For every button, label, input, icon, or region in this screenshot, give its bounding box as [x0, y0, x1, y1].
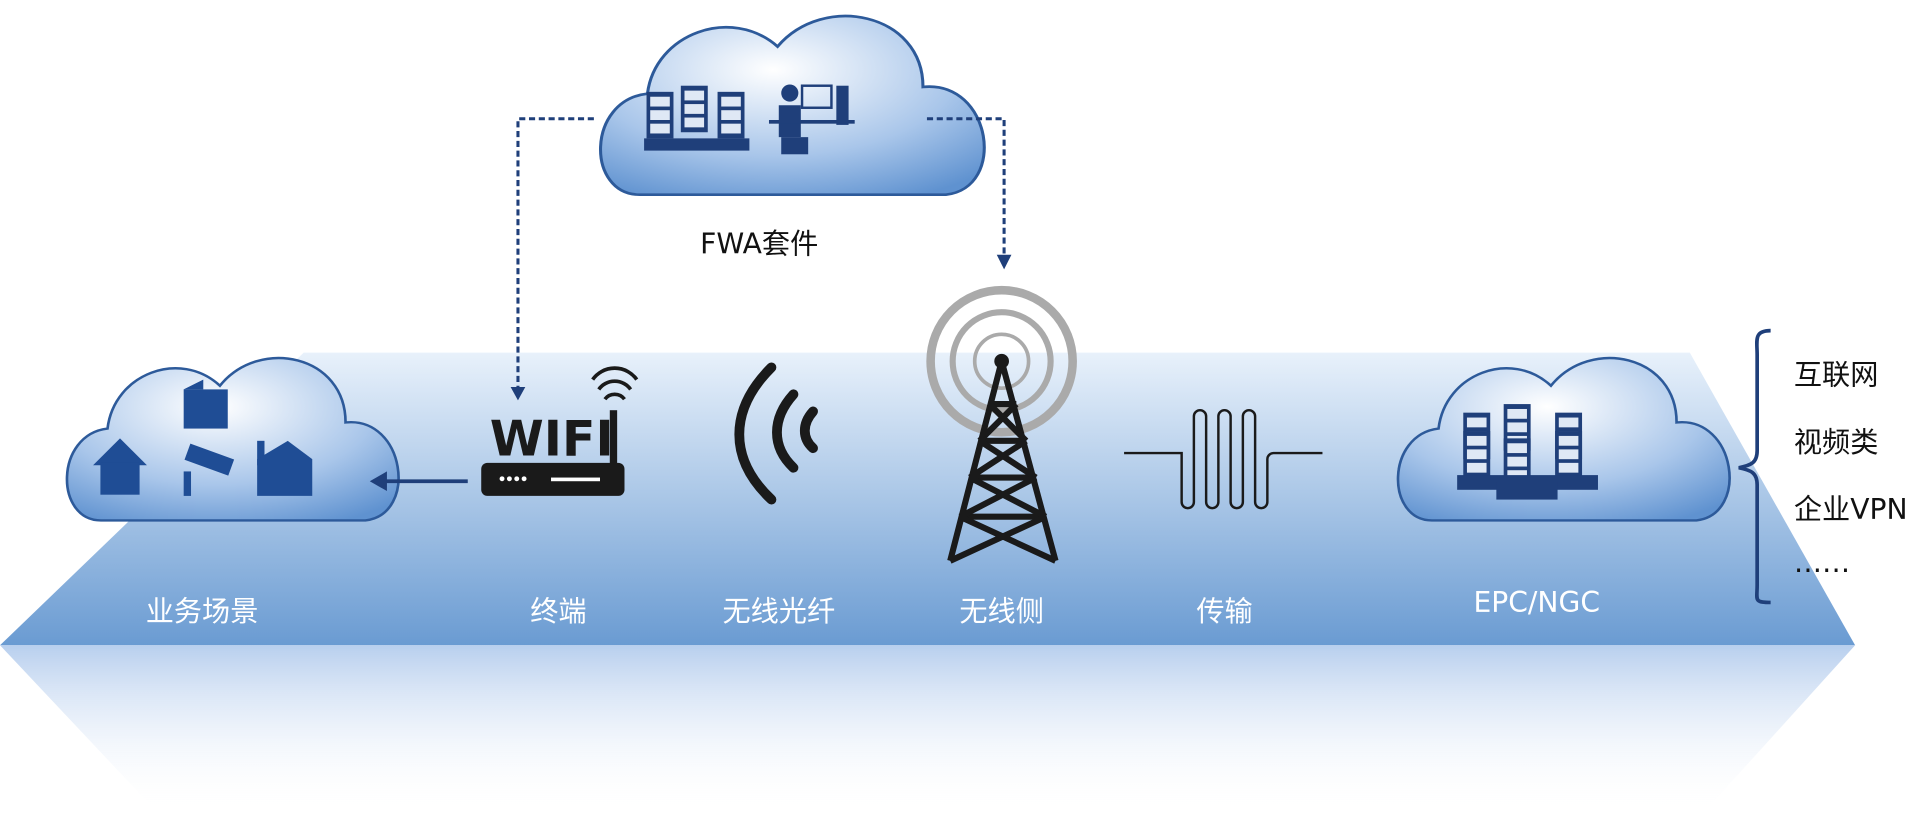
- stage-label-transport: 传输: [1196, 596, 1253, 629]
- arrow-head-icon: [996, 254, 1012, 270]
- service-item-video: 视频类: [1793, 427, 1879, 460]
- operator-icon: [768, 84, 855, 155]
- arrow-left-icon: [369, 471, 387, 492]
- platform-reflection: [0, 645, 1856, 815]
- server-rack-icon: [644, 85, 750, 151]
- router-icon: [481, 366, 639, 496]
- service-item-more: ……: [1793, 547, 1851, 580]
- wireless-wave-icon: [734, 362, 818, 505]
- stage-label-wireless-fiber: 无线光纤: [722, 596, 836, 629]
- brace-icon: [1738, 328, 1771, 605]
- dashed-link-left: [516, 117, 594, 390]
- factory-icon: [257, 440, 313, 496]
- house-icon: [93, 438, 147, 495]
- camera-icon: [183, 443, 235, 496]
- platform: [0, 352, 1856, 646]
- stage-label-scenario: 业务场景: [145, 596, 259, 629]
- transmission-line-icon: [1124, 408, 1323, 510]
- service-item-internet: 互联网: [1793, 360, 1879, 392]
- dashed-link-right: [926, 117, 1006, 258]
- fwa-suite-label: FWA套件: [700, 228, 819, 261]
- service-item-enterprise-vpn: 企业VPN: [1793, 494, 1908, 527]
- building-icon: [183, 379, 228, 429]
- stage-label-terminal: 终端: [530, 596, 587, 629]
- arrow-head-icon: [510, 386, 526, 401]
- server-rack-icon: [1457, 404, 1598, 500]
- stage-label-core: EPC/NGC: [1473, 587, 1601, 620]
- wifi-text: WIFI: [490, 411, 614, 468]
- stage-label-wireless-side: 无线侧: [959, 596, 1044, 629]
- cell-tower-icon: [926, 285, 1077, 564]
